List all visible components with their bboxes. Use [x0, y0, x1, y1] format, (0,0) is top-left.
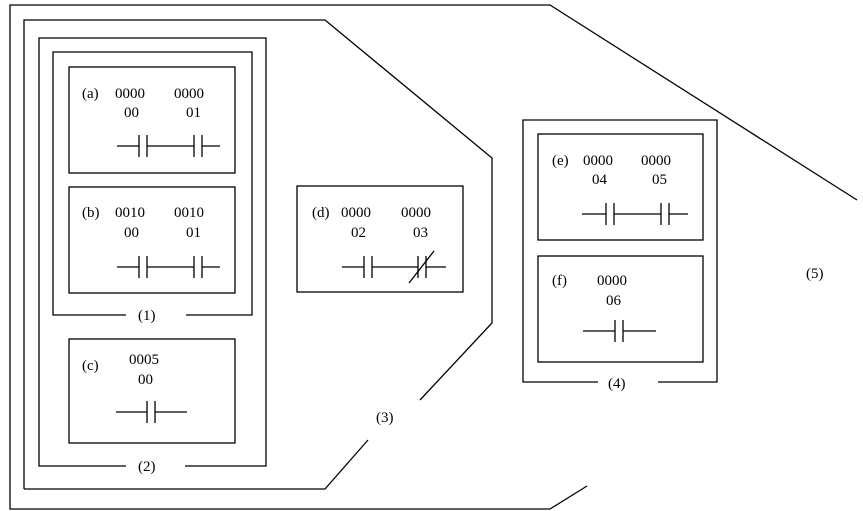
rung-c-contact-1-word: 0005: [129, 352, 159, 368]
rung-d-contact-2-nc-symbol: [408, 250, 446, 284]
rung-b-contact-2-word: 0010: [174, 205, 204, 221]
rung-b-contact-2-symbol: [193, 256, 220, 278]
region-3-outline: [23, 19, 493, 489]
rung-c-box: [68, 338, 236, 444]
rung-f-tag: (f): [552, 273, 567, 289]
rung-d-contact-2-bit: 03: [413, 225, 428, 241]
rung-e-contact-1-bit: 04: [592, 172, 608, 188]
rung-a-contact-2-word: 0000: [174, 86, 204, 102]
region-3-outline-lower: [24, 439, 369, 490]
rung-b-tag: (b): [82, 205, 100, 221]
rung-e-contact-1-word: 0000: [583, 153, 613, 169]
region-5-label: (5): [806, 266, 824, 282]
rung-f-contact-1-bit: 06: [606, 293, 622, 309]
group-1-label: (1): [138, 308, 156, 324]
rung-b-contact-1-bit: 00: [124, 225, 139, 241]
rung-e-box: [537, 133, 704, 241]
region-5-outline: [9, 4, 858, 510]
group-4-box: [522, 119, 718, 383]
rung-c-contact-1-symbol: [116, 401, 187, 423]
group-4-label: (4): [608, 376, 626, 392]
rung-a-contact-2-bit: 01: [186, 105, 201, 121]
rung-d: (d) 0000 02 0000 03: [296, 185, 464, 293]
group-2-box: [38, 37, 267, 467]
rung-c-contact-1-bit: 00: [138, 372, 153, 388]
rung-f-contact-1-symbol: [583, 320, 656, 342]
rung-e-contact-2-word: 0000: [641, 153, 671, 169]
rung-e: (e) 0000 04 0000 05: [537, 133, 704, 241]
rung-b: (b) 0010 00 0010 01: [68, 186, 236, 294]
rung-d-tag: (d): [312, 205, 330, 221]
rung-e-contact-2-symbol: [660, 203, 688, 225]
rung-d-contact-1-bit: 02: [351, 225, 366, 241]
rung-c-tag: (c): [82, 358, 99, 374]
rung-b-contact-2-bit: 01: [186, 225, 201, 241]
group-1-box: [52, 51, 253, 316]
rung-f: (f) 0000 06: [537, 255, 704, 363]
rung-c: (c) 0005 00: [68, 338, 236, 444]
rung-f-box: [537, 255, 704, 363]
rung-a-contact-2-symbol: [193, 135, 220, 157]
rung-e-contact-2-bit: 05: [652, 172, 667, 188]
rung-d-contact-2-word: 0000: [401, 205, 431, 221]
rung-a: (a) 0000 00 0000 01: [68, 66, 236, 174]
rung-b-box: [68, 186, 236, 294]
rung-b-contact-1-word: 0010: [115, 205, 145, 221]
rung-a-box: [68, 66, 236, 174]
region-3-label: (3): [376, 410, 394, 426]
rung-a-tag: (a): [82, 86, 99, 102]
group-2-label: (2): [138, 459, 156, 475]
rung-e-tag: (e): [552, 153, 569, 169]
rung-a-contact-1-bit: 00: [124, 105, 139, 121]
rung-d-box: [296, 185, 464, 293]
rung-a-contact-1-word: 0000: [115, 86, 145, 102]
rung-d-contact-1-word: 0000: [341, 205, 371, 221]
rung-f-contact-1-word: 0000: [597, 273, 627, 289]
